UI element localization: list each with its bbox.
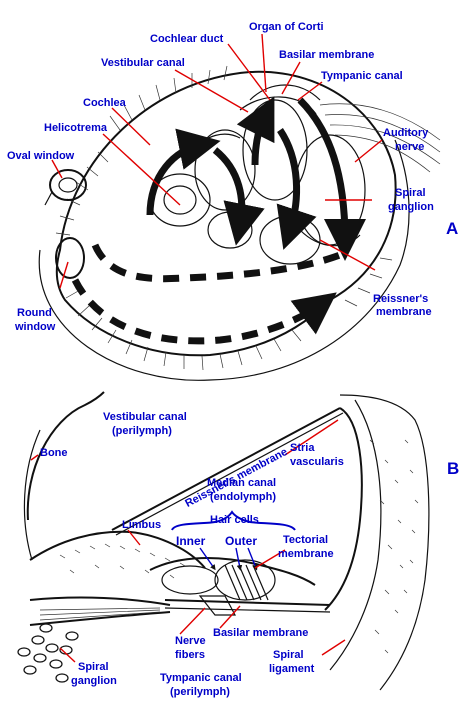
label-median-canal-1: Median canal (207, 477, 276, 489)
label-spiral-ganglion-b-1: Spiral (78, 661, 109, 673)
label-nerve-fibers-2: fibers (175, 649, 205, 661)
label-reissners-a-2: membrane (376, 306, 432, 318)
label-round-window-2: window (14, 321, 56, 333)
label-cochlea: Cochlea (83, 97, 127, 109)
leader-lines-a (51, 33, 383, 289)
labels-b: Vestibular canal (perilymph) Bone Reissn… (40, 411, 459, 698)
panel-label-b: B (447, 459, 459, 478)
label-limbus: Limbus (122, 519, 161, 531)
label-tympanic-canal-b-1: Tympanic canal (160, 672, 242, 684)
label-spiral-ganglion-b-2: ganglion (71, 675, 117, 687)
label-median-canal-2: (endolymph) (210, 491, 276, 503)
label-reissners-a-1: Reissner's (373, 293, 428, 305)
cochlea-drawing (38, 65, 441, 381)
label-spiral-ganglion-a-2: ganglion (388, 201, 434, 213)
label-bone: Bone (40, 447, 68, 459)
label-spiral-ligament-1: Spiral (273, 649, 304, 661)
labels-a: Organ of Corti Cochlear duct Basilar mem… (7, 21, 458, 333)
label-stria-vascularis-2: vascularis (290, 456, 344, 468)
label-basilar-membrane-b: Basilar membrane (213, 627, 308, 639)
label-hair-cells: Hair cells (210, 514, 259, 526)
label-tympanic-canal-a: Tympanic canal (321, 70, 403, 82)
label-tectorial-2: membrane (278, 548, 334, 560)
label-spiral-ganglion-a-1: Spiral (395, 187, 426, 199)
label-auditory-nerve-1: Auditory (383, 127, 429, 139)
label-cochlear-duct: Cochlear duct (150, 33, 224, 45)
label-inner: Inner (176, 534, 206, 548)
label-organ-of-corti: Organ of Corti (249, 21, 324, 33)
label-oval-window: Oval window (7, 150, 75, 162)
label-auditory-nerve-2: nerve (395, 141, 424, 153)
label-basilar-membrane-a: Basilar membrane (279, 49, 374, 61)
label-vestibular-canal-b-1: Vestibular canal (103, 411, 187, 423)
label-round-window-1: Round (17, 307, 52, 319)
cross-section-drawing (17, 391, 430, 691)
label-spiral-ligament-2: ligament (269, 663, 315, 675)
leader-lines-b (30, 419, 346, 663)
label-tympanic-canal-b-2: (perilymph) (170, 686, 230, 698)
label-helicotrema: Helicotrema (44, 122, 108, 134)
label-stria-vascularis-1: Stria (290, 442, 315, 454)
label-vestibular-canal-b-2: (perilymph) (112, 425, 172, 437)
label-vestibular-canal-a: Vestibular canal (101, 57, 185, 69)
label-tectorial-1: Tectorial (283, 534, 328, 546)
panel-label-a: A (446, 219, 458, 238)
label-outer: Outer (225, 534, 257, 548)
label-nerve-fibers-1: Nerve (175, 635, 206, 647)
